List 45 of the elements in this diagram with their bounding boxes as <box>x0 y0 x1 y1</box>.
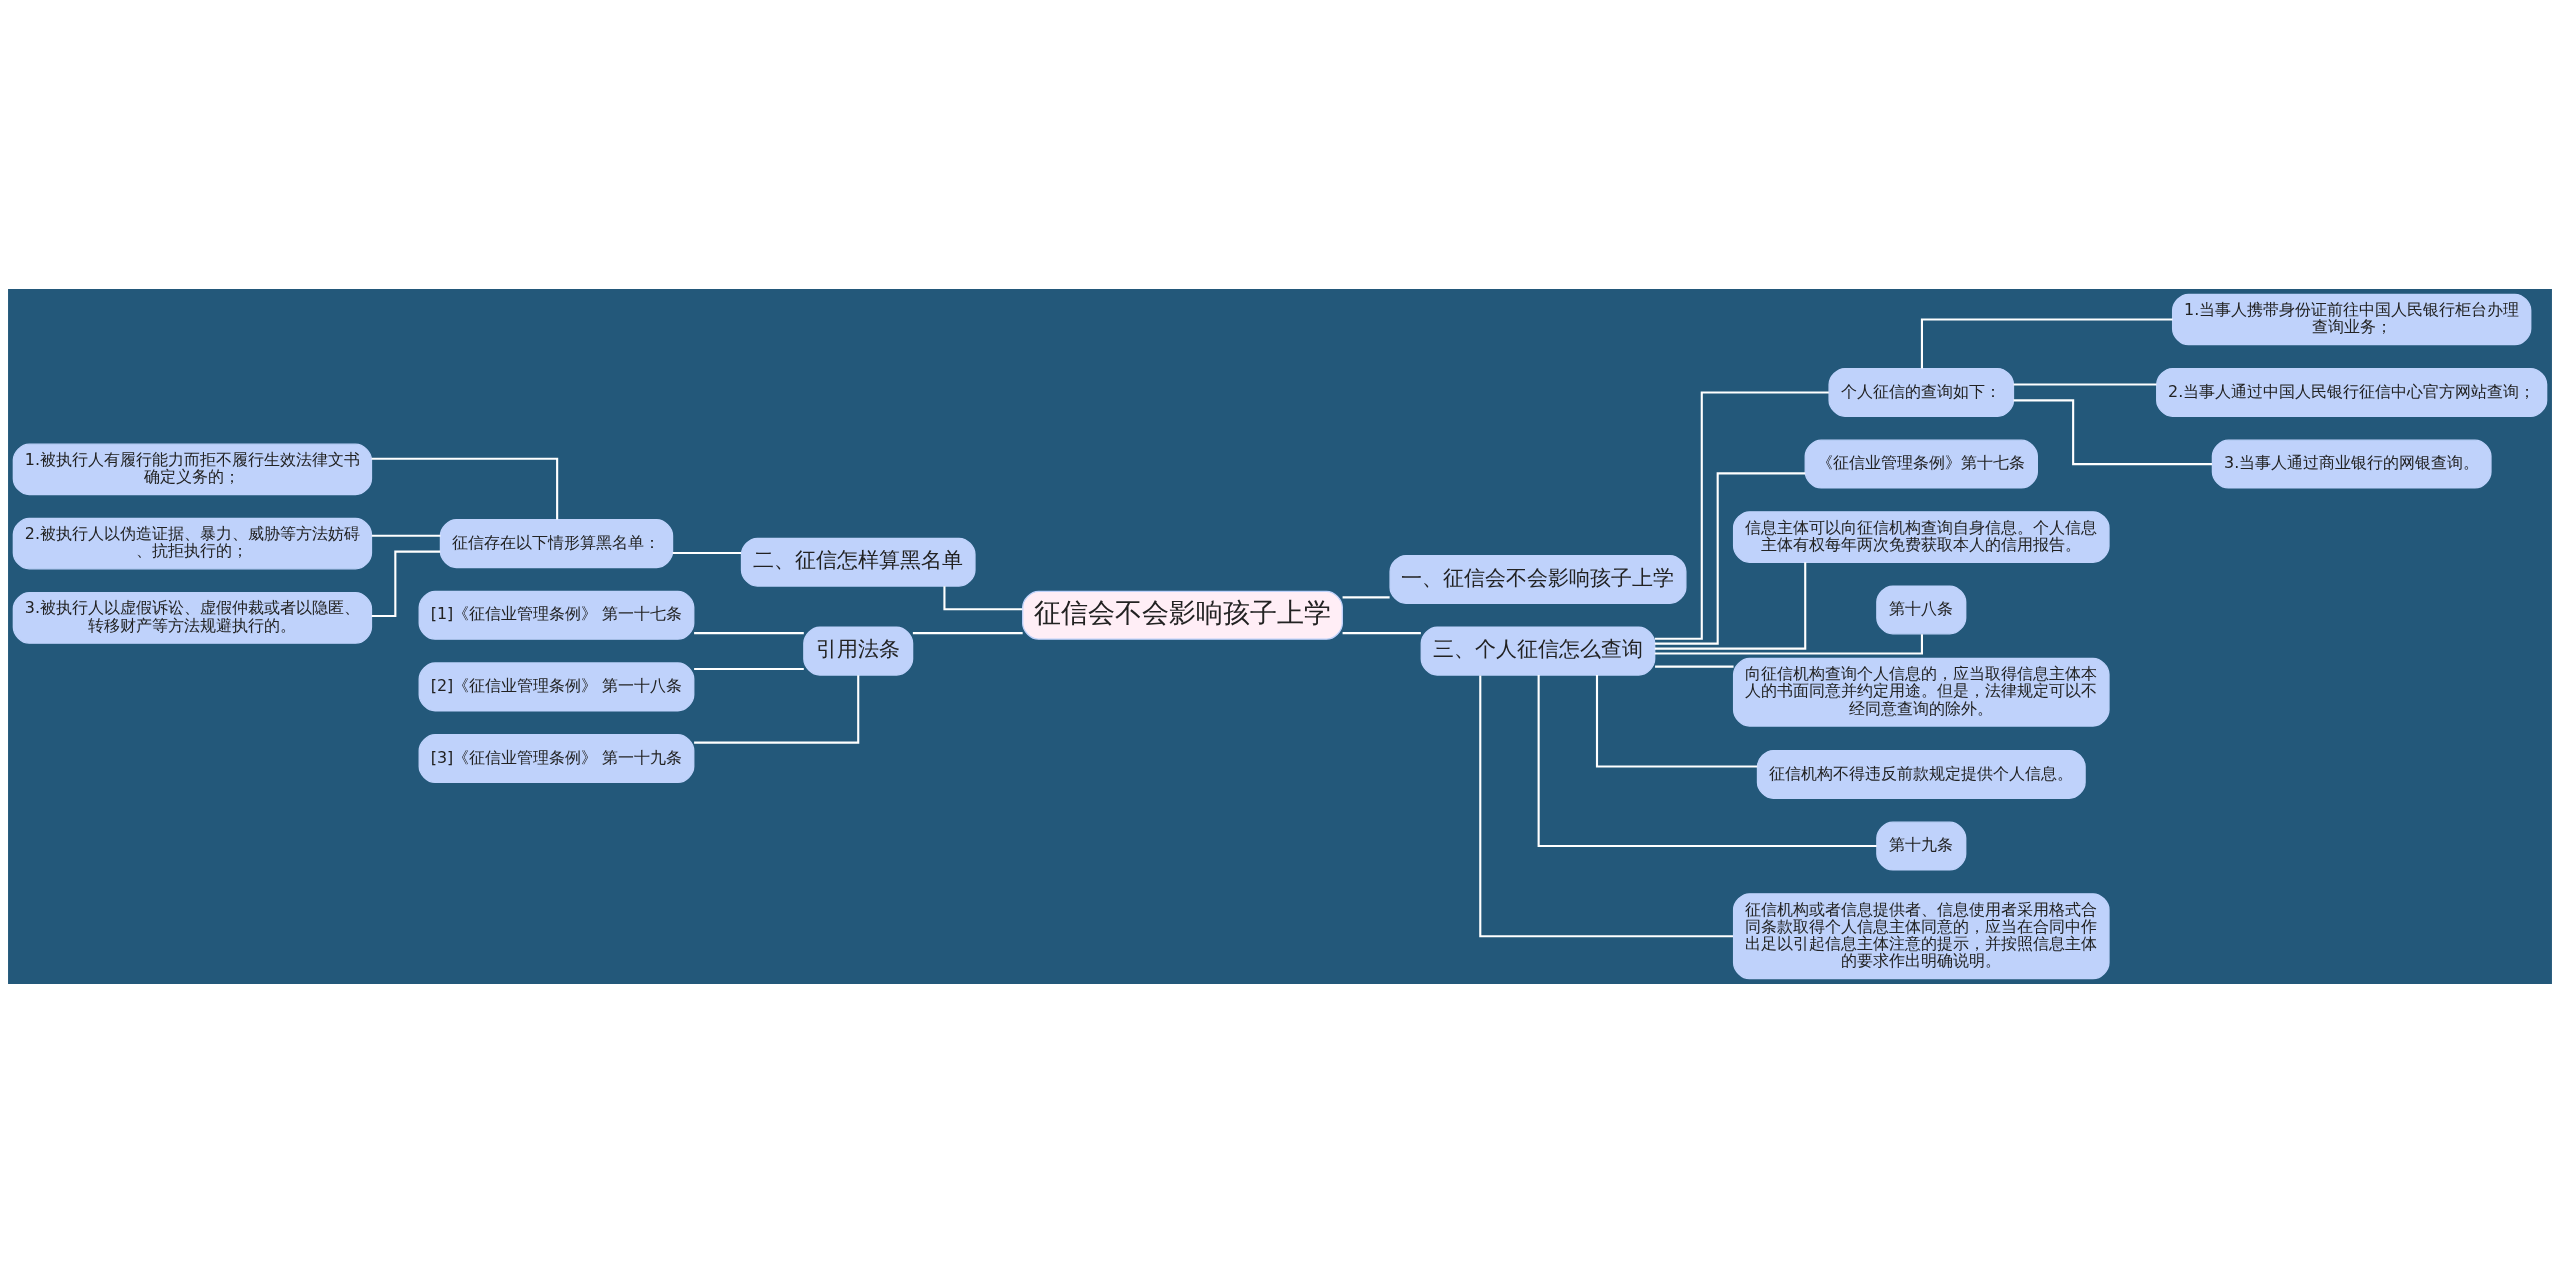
connector <box>1654 391 1829 640</box>
connector <box>912 632 1023 635</box>
node-box: 向征信机构查询个人信息的，应当取得信息主体本人的书面同意并约定用途。但是，法律规定可以不经同意查询的除外。 <box>1732 657 2110 727</box>
connector <box>1595 675 1758 768</box>
node-box: 3.被执行人以虚假诉讼、虚假仲裁或者以隐匿、转移财产等方法规避执行的。 <box>12 592 373 644</box>
connector <box>1479 675 1733 938</box>
node-box: 个人征信的查询如下： <box>1828 367 2015 417</box>
node-box: 征信存在以下情形算黑名单： <box>439 519 674 569</box>
connector <box>1655 665 1734 668</box>
node-box: 一、征信会不会影响孩子上学 <box>1389 554 1687 604</box>
node-box: 征信会不会影响孩子上学 <box>1022 590 1343 640</box>
node-box: 1.被执行人有履行能力而拒不履行生效法律文书确定义务的； <box>12 443 373 496</box>
connector <box>2013 399 2212 466</box>
node-box: 《征信业管理条例》第十七条 <box>1804 439 2038 489</box>
node-box: 引用法条 <box>803 626 914 676</box>
connector <box>1654 472 1806 645</box>
node-box: 二、征信怎样算黑名单 <box>740 537 976 587</box>
connector <box>2013 383 2157 386</box>
node-box: 征信机构或者信息提供者、信息使用者采用格式合同条款取得个人信息主体同意的，应当在合同中作出足以引起信息主体注意的提示，并按照信息主体的要求作出明确说明。 <box>1732 893 2110 980</box>
connector <box>1654 634 1923 655</box>
node-box: 第十八条 <box>1876 585 1967 635</box>
node-box: 2.当事人通过中国人民银行征信中心官方网站查询； <box>2156 367 2548 417</box>
node-box: 3.当事人通过商业银行的网银查询。 <box>2211 439 2492 489</box>
node-box: 2.被执行人以伪造证据、暴力、威胁等方法妨碍、抗拒执行的； <box>12 517 373 570</box>
connector <box>694 675 860 744</box>
connector <box>1654 562 1807 650</box>
node-box: 1.当事人携带身份证前往中国人民银行柜台办理查询业务； <box>2171 293 2532 346</box>
connector <box>1342 596 1390 599</box>
connector <box>371 457 559 520</box>
connector <box>694 667 804 671</box>
connector <box>943 586 1023 611</box>
connector <box>672 551 742 554</box>
node-box: 三、个人征信怎么查询 <box>1420 626 1656 676</box>
connector <box>1537 675 1877 848</box>
node-box: [1]《征信业管理条例》 第一十七条 <box>418 590 695 640</box>
connector <box>694 632 804 635</box>
node-box: 第十九条 <box>1876 821 1967 871</box>
connector <box>371 534 441 537</box>
node-box: [3]《征信业管理条例》 第一十九条 <box>418 734 695 784</box>
connector <box>1920 318 2173 369</box>
node-box: 信息主体可以向征信机构查询自身信息。个人信息主体有权每年两次免费获取本人的信用报告。 <box>1732 511 2110 563</box>
connector <box>371 550 441 617</box>
connector <box>1342 632 1421 635</box>
node-box: 征信机构不得违反前款规定提供个人信息。 <box>1756 749 2086 799</box>
node-box: [2]《征信业管理条例》 第一十八条 <box>418 662 695 712</box>
